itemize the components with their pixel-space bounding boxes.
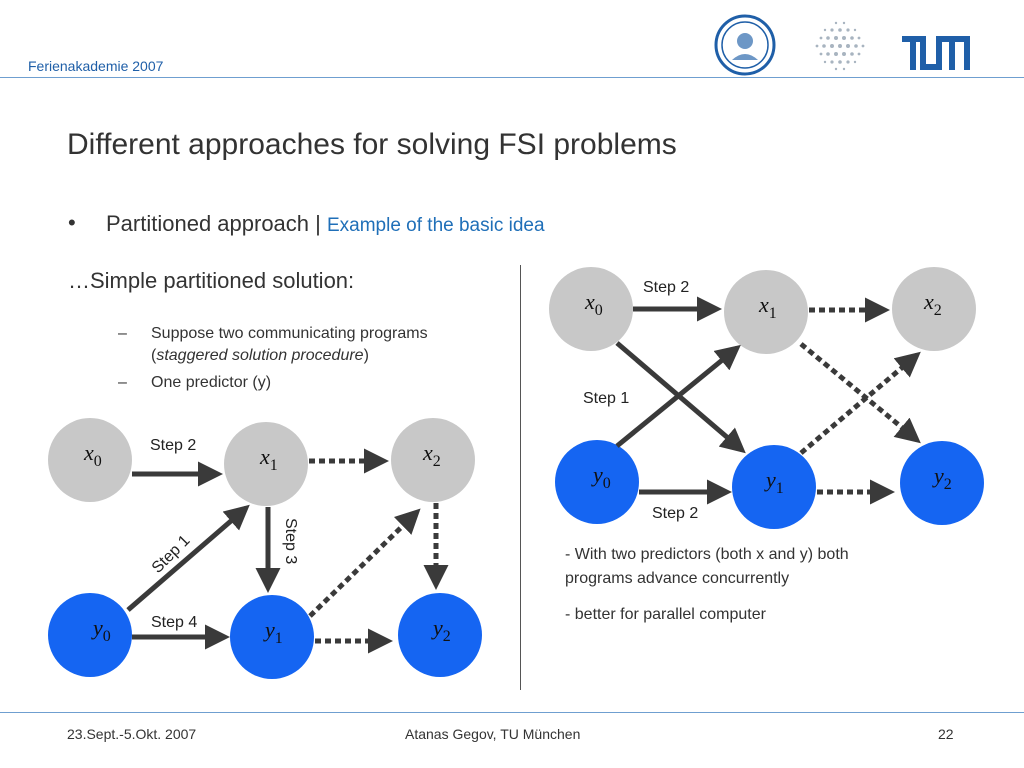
left-var-x0: x0 — [83, 440, 102, 470]
left-arrow-step1 — [126, 504, 250, 612]
right-diagram: Step 2 Step 1 Step 2 x0 x1 x2 y0 y1 y2 — [549, 267, 984, 529]
footer-author: Atanas Gegov, TU München — [405, 726, 581, 742]
italic-term: staggered solution procedure — [156, 347, 364, 364]
footer-divider — [0, 712, 1024, 713]
left-label-step3: Step 3 — [282, 518, 299, 564]
left-subtitle: …Simple partitioned solution: — [68, 268, 355, 293]
right-var-x0: x0 — [584, 289, 603, 319]
left-var-x2: x2 — [422, 440, 441, 470]
list-dash: – — [118, 325, 127, 342]
bullet-sub: Example of the basic idea — [326, 215, 545, 236]
left-var-y1: y1 — [263, 617, 283, 647]
footer-page-number: 22 — [938, 726, 954, 742]
right-arrow-y0-x1 — [615, 344, 741, 448]
footer-date: 23.Sept.-5.Okt. 2007 — [67, 726, 197, 742]
column-divider — [520, 265, 521, 690]
left-node-y1 — [230, 595, 314, 679]
right-var-y1: y1 — [764, 467, 784, 497]
list-item-line1: One predictor (y) — [151, 374, 272, 391]
paren-open: ( — [151, 347, 157, 364]
left-diagram: Step 2 Step 4 Step 1 Step 3 x0 x1 x2 y0 … — [48, 418, 482, 679]
left-var-x1: x1 — [259, 444, 278, 474]
left-node-x2 — [391, 418, 475, 502]
left-arrow-y1-x2 — [308, 508, 421, 618]
right-arrow-y1-x2 — [799, 351, 921, 455]
left-node-y2 — [398, 593, 482, 677]
paren-close: ) — [363, 347, 369, 364]
right-node-y0 — [555, 440, 639, 524]
right-node-y2 — [900, 441, 984, 525]
right-arrow-x1-y2 — [799, 342, 921, 444]
slide-title: Different approaches for solving FSI pro… — [67, 128, 677, 161]
tum-logo-icon — [902, 36, 970, 70]
bullet-main: Partitioned approach | — [106, 211, 327, 236]
right-label-step2-bottom: Step 2 — [652, 505, 698, 522]
right-node-x0 — [549, 267, 633, 351]
list-dash: – — [118, 374, 127, 391]
left-node-y0 — [48, 593, 132, 677]
left-var-y2: y2 — [431, 615, 451, 645]
left-node-x1 — [224, 422, 308, 506]
left-label-step2: Step 2 — [150, 437, 196, 454]
list-item-line2: (staggered solution procedure) — [151, 347, 369, 365]
note-line: - With two predictors (both x and y) bot… — [565, 546, 849, 563]
right-var-x1: x1 — [758, 292, 777, 322]
left-label-step4: Step 4 — [151, 614, 197, 631]
right-var-x2: x2 — [923, 289, 942, 319]
note-line: - better for parallel computer — [565, 606, 766, 623]
right-var-y2: y2 — [932, 463, 952, 493]
bullet-text: Partitioned approach | Example of the ba… — [106, 211, 545, 237]
right-label-step1: Step 1 — [583, 390, 629, 407]
header-label: Ferienakademie 2007 — [28, 58, 164, 74]
note-line: programs advance concurrently — [565, 570, 790, 587]
list-item-line1: Suppose two communicating programs — [151, 325, 428, 342]
dotted-globe-logo-icon — [815, 21, 865, 71]
university-seal-icon — [714, 14, 776, 76]
bullet-marker: • — [68, 210, 76, 235]
right-var-y0: y0 — [591, 462, 611, 492]
right-node-x1 — [724, 270, 808, 354]
left-node-x0 — [48, 418, 132, 502]
right-node-y1 — [732, 445, 816, 529]
header-divider — [0, 77, 1024, 78]
right-node-x2 — [892, 267, 976, 351]
left-var-y0: y0 — [91, 615, 111, 645]
right-label-step2-top: Step 2 — [643, 279, 689, 296]
